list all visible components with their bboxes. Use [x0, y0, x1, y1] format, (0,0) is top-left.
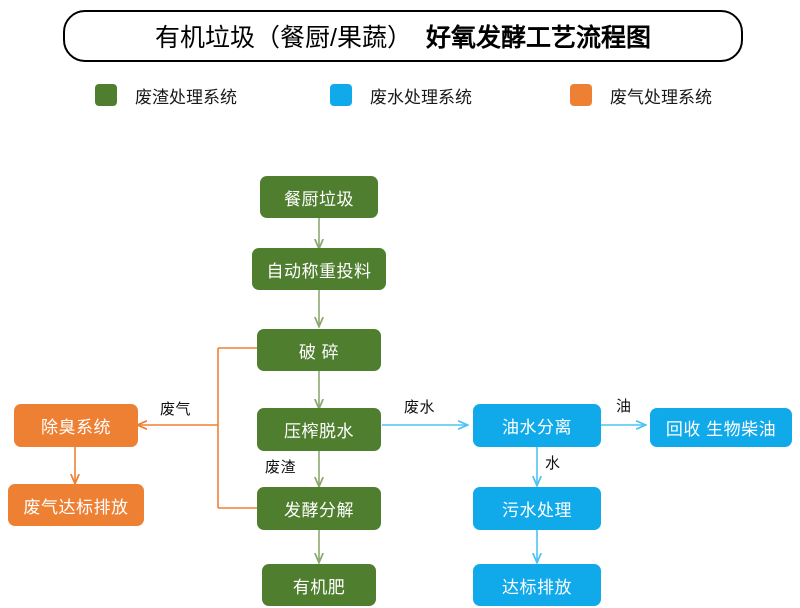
legend-item-waste-gas: 废气处理系统 — [570, 80, 712, 110]
edge-label-feizha: 废渣 — [265, 459, 297, 476]
legend-item-label: 废渣处理系统 — [135, 87, 237, 107]
legend-item-waste-water: 废水处理系统 — [330, 80, 472, 110]
node-label: 油水分离 — [502, 418, 572, 437]
green-square-icon — [95, 84, 117, 106]
node-fajiao-fenjie[interactable]: 发酵分解 — [257, 487, 381, 530]
node-label: 餐厨垃圾 — [284, 189, 354, 209]
node-wushui-chuli[interactable]: 污水处理 — [473, 487, 601, 530]
legend-item-label: 废气处理系统 — [610, 87, 712, 107]
node-chuchou-xitong[interactable]: 除臭系统 — [14, 404, 138, 447]
orange-square-icon — [570, 84, 592, 106]
node-label: 除臭系统 — [41, 418, 111, 437]
edge-label-feiqi: 废气 — [160, 401, 192, 418]
blue-square-icon — [330, 84, 352, 106]
page-title: 有机垃圾（餐厨/果蔬） 好氧发酵工艺流程图 — [63, 10, 743, 62]
page-title-bold: 好氧发酵工艺流程图 — [425, 24, 651, 52]
node-label: 污水处理 — [502, 501, 572, 520]
edge-label-feishui: 废水 — [404, 399, 436, 416]
legend-item-label: 废水处理系统 — [370, 87, 472, 107]
node-label: 回收 生物柴油 — [665, 420, 777, 439]
node-label: 压榨脱水 — [284, 422, 354, 441]
node-label: 自动称重投料 — [266, 261, 372, 281]
edge-label-you: 油 — [616, 398, 632, 415]
node-label: 有机肥 — [292, 577, 346, 597]
node-youjifei[interactable]: 有机肥 — [262, 564, 376, 606]
legend-item-waste-residue: 废渣处理系统 — [95, 80, 237, 110]
node-zidong-chengzhong[interactable]: 自动称重投料 — [252, 248, 386, 290]
node-youshui-fenli[interactable]: 油水分离 — [473, 404, 601, 447]
node-label: 达标排放 — [502, 577, 572, 597]
node-dabiao-paifang[interactable]: 达标排放 — [473, 564, 601, 606]
node-posui[interactable]: 破 碎 — [257, 329, 381, 371]
node-huishou-shengwu-chaiyou[interactable]: 回收 生物柴油 — [650, 408, 792, 447]
page-title-plain: 有机垃圾（餐厨/果蔬） — [155, 24, 412, 52]
node-label: 破 碎 — [298, 342, 340, 362]
node-label: 发酵分解 — [284, 501, 354, 520]
node-label: 废气达标排放 — [23, 497, 129, 517]
node-canchu-laji[interactable]: 餐厨垃圾 — [260, 176, 378, 218]
legend: 废渣处理系统 废水处理系统 废气处理系统 — [0, 78, 800, 112]
node-feiqi-dabiao-paifang[interactable]: 废气达标排放 — [8, 484, 144, 526]
edge-label-shui: 水 — [545, 455, 561, 472]
node-yazha-tuoshui[interactable]: 压榨脱水 — [257, 408, 381, 451]
